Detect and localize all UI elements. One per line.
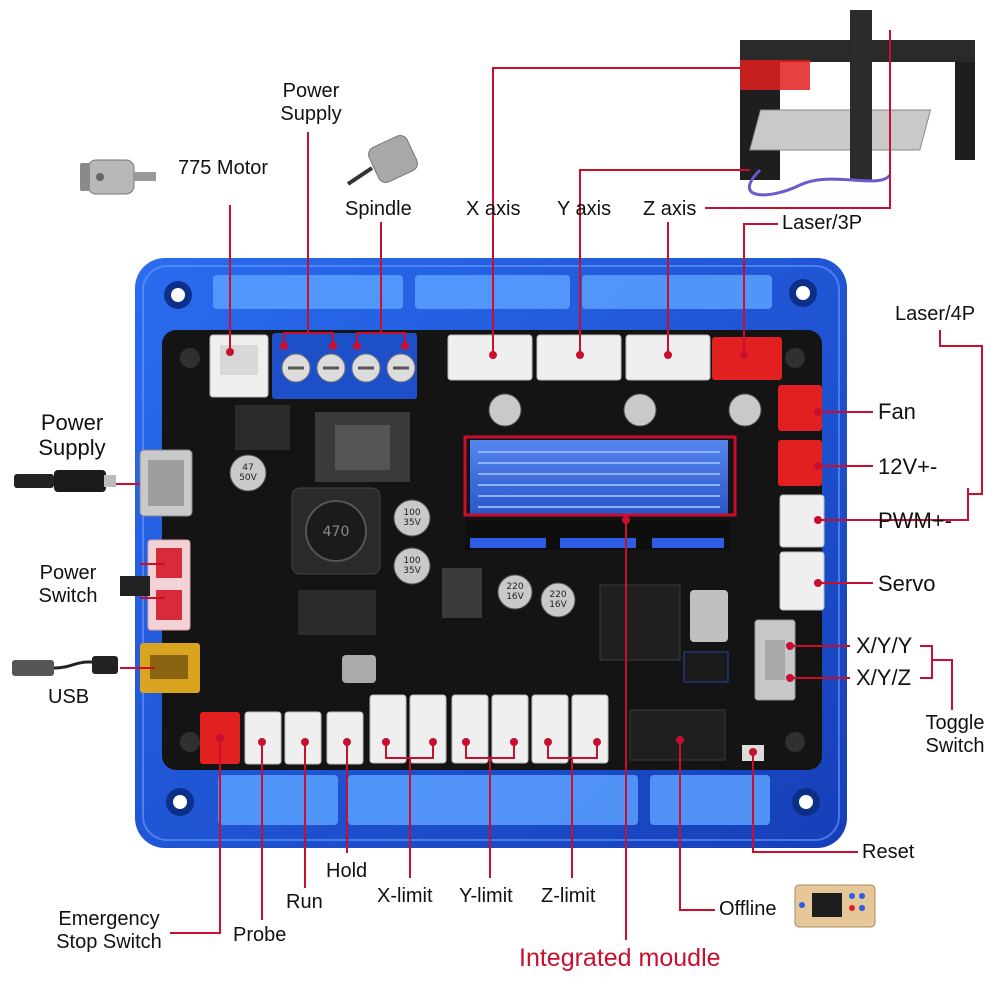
- cap-47-left-text-line: 47: [242, 463, 253, 473]
- leader-lines: [116, 30, 983, 940]
- motor-775-connector: [209, 334, 269, 398]
- screw-terminal-block: [272, 333, 417, 399]
- spindle-illustration: [346, 135, 418, 186]
- cap-100a-text-line: 35V: [403, 518, 421, 528]
- label-hold: Hold: [326, 860, 368, 882]
- label-integrated-module: Integrated moudle: [519, 944, 721, 972]
- cap-470-text: 470: [323, 524, 350, 540]
- cap-100a-text-line: 100: [403, 508, 420, 518]
- dc-jack-connector: [139, 449, 193, 517]
- cap-470-text-line: 470: [323, 524, 350, 540]
- label-spindle: Spindle: [345, 198, 412, 220]
- label-reset: Reset: [862, 841, 915, 863]
- label-power-supply-top: Power Supply: [280, 80, 342, 125]
- cap-47-left-text-line: 50V: [239, 473, 257, 483]
- label-power-supply-left: Power Supply: [38, 410, 106, 461]
- label-775-motor: 775 Motor: [178, 157, 269, 179]
- label-toggle-switch: Toggle Switch: [925, 712, 985, 757]
- label-fan: Fan: [878, 399, 916, 424]
- cap-220b-text-line: 16V: [549, 600, 567, 610]
- label-y-axis: Y axis: [557, 198, 612, 220]
- usb-port-component: [140, 643, 200, 693]
- label-xyz: X/Y/Z: [856, 665, 912, 690]
- label-laser-3p: Laser/3P: [782, 212, 863, 234]
- label-12v: 12V+-: [878, 454, 938, 479]
- label-run: Run: [286, 891, 323, 913]
- label-power-switch: Power Switch: [38, 562, 98, 607]
- label-x-limit: X-limit: [377, 885, 433, 907]
- cnc-machine-illustration: [740, 10, 975, 197]
- label-laser-4p: Laser/4P: [895, 303, 976, 325]
- stepper-connectors: [447, 334, 782, 381]
- cap-220a-text-line: 220: [506, 582, 523, 592]
- label-servo: Servo: [878, 571, 936, 596]
- integrated-module: [463, 435, 737, 550]
- dc-power-plug-illustration: [14, 470, 116, 492]
- label-emergency-stop: Emergency Stop Switch: [56, 908, 162, 953]
- cap-100b-text-line: 35V: [403, 566, 421, 576]
- usb-cable-illustration: [12, 656, 118, 676]
- label-usb: USB: [48, 686, 90, 708]
- label-z-axis: Z axis: [643, 198, 697, 220]
- motor-775-illustration: [80, 159, 156, 195]
- cap-220a-text-line: 16V: [506, 592, 524, 602]
- cap-100b-text-line: 100: [403, 556, 420, 566]
- power-switch-component: [120, 539, 191, 631]
- label-x-axis: X axis: [466, 198, 521, 220]
- cap-220b-text-line: 220: [549, 590, 566, 600]
- label-offline: Offline: [719, 898, 777, 920]
- label-xyy: X/Y/Y: [856, 633, 913, 658]
- label-probe: Probe: [233, 924, 287, 946]
- board-components: [235, 405, 764, 761]
- label-pwm: PWM+-: [878, 508, 952, 533]
- label-z-limit: Z-limit: [541, 885, 596, 907]
- leader-dots: [216, 342, 822, 756]
- offline-controller-illustration: [794, 884, 876, 928]
- label-y-limit: Y-limit: [459, 885, 513, 907]
- capacitors: [229, 393, 762, 618]
